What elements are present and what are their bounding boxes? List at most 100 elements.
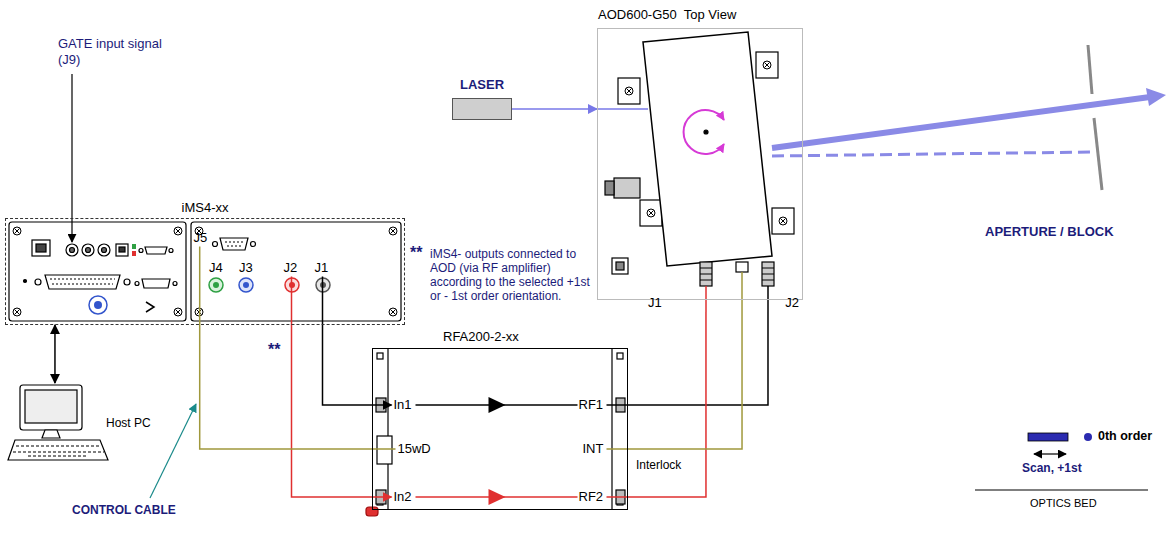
- cable-label: CONTROL CABLE: [72, 503, 176, 517]
- controller-box: iMS4-xxJ1J2J5: [5, 218, 405, 325]
- aod-device: [614, 178, 640, 198]
- controller-front-panel: [45, 275, 120, 289]
- wire-connector: [200, 247, 396, 450]
- tab-screw: [625, 61, 787, 225]
- node-text: Host PC: [106, 416, 151, 430]
- controller-front-panel: [89, 296, 107, 314]
- aod-device: [756, 52, 778, 78]
- controller-front-panel: [98, 244, 110, 256]
- computer-icon: [20, 385, 82, 430]
- connector-label: J1: [314, 260, 332, 277]
- computer-icon: [8, 440, 108, 460]
- node-text: In2: [394, 489, 412, 505]
- port-label: RF2: [578, 489, 607, 506]
- aod-device: [704, 130, 708, 134]
- controller-front-panel: [102, 248, 107, 253]
- aperture-block: [1088, 45, 1102, 190]
- controller-front-panel: [225, 242, 243, 246]
- panel-screw: [174, 308, 182, 316]
- laser-beam: [772, 152, 1094, 156]
- aod-device: [767, 286, 769, 312]
- aod-device: [741, 272, 743, 300]
- controller-front-panel: [145, 247, 167, 254]
- controller-front-panel: [169, 249, 173, 253]
- node-text: J1: [648, 295, 662, 311]
- computer-icon: [8, 385, 108, 460]
- connector-label: J4: [209, 260, 223, 276]
- wire-connector: [54, 325, 56, 383]
- rf-output-connector: [209, 278, 223, 292]
- connector-label: J2: [758, 262, 800, 312]
- controller-front-panel: [86, 248, 91, 253]
- laser-beam: [772, 88, 1166, 156]
- controller-front-panel: [213, 242, 218, 247]
- note-text: iMS4- outputs connected to AOD (via RF a…: [430, 247, 595, 303]
- wire-connector: [607, 312, 768, 405]
- scan-label: Scan, +1st: [1022, 461, 1082, 475]
- aod-device: [684, 110, 724, 154]
- controller-front-panel: [173, 282, 177, 286]
- panel-screw: [389, 308, 397, 316]
- controller-front-panel: [9, 222, 186, 321]
- controller-front-panel: [132, 251, 136, 256]
- amplifier-body: [617, 353, 623, 359]
- controller-front-panel: [124, 279, 130, 285]
- port-label: RF1: [578, 397, 607, 414]
- wire-connector: [323, 277, 392, 406]
- node-text: In1: [394, 397, 412, 413]
- signal-label: GATE input signal (J9): [58, 36, 173, 67]
- aod-device: [618, 78, 640, 104]
- port-label: In1: [392, 397, 416, 414]
- node-text: LASER: [460, 77, 504, 93]
- amplifier-body: [377, 436, 392, 464]
- amplifier-symbol: [489, 489, 506, 505]
- connector-label: J5: [193, 230, 211, 247]
- tab-screw: [779, 217, 787, 225]
- aod-device: [705, 286, 707, 312]
- controller-front-panel: [94, 301, 102, 309]
- node-text: INT: [583, 441, 604, 457]
- aod-device: [616, 262, 624, 270]
- wire-connector: [292, 277, 392, 498]
- port-label: In2: [392, 489, 416, 506]
- node-text: J1: [315, 260, 329, 276]
- controller-front-panel: [142, 279, 170, 288]
- aod-device: [700, 268, 774, 280]
- gate-arrow: [71, 74, 72, 242]
- rf-output-connector: [213, 282, 219, 288]
- controller-front-panel: [139, 249, 143, 253]
- aod-device: [736, 262, 748, 272]
- amplifier-body: [366, 348, 625, 516]
- tab-screw: [647, 209, 655, 217]
- controller-front-panel: [116, 244, 128, 256]
- tab-screw: [763, 61, 771, 69]
- node-text: 15wD: [398, 441, 431, 457]
- wire-label: Interlock: [636, 458, 681, 472]
- wire-connector: [607, 312, 706, 497]
- optics-bed-sketch: [1028, 433, 1068, 441]
- controller-front-panel: [50, 279, 115, 284]
- aod-device: [605, 181, 614, 195]
- wire-connector: [512, 108, 597, 110]
- aperture-block: [1088, 45, 1092, 94]
- optics-bed-sketch: [1034, 453, 1066, 454]
- beam-label: 0th order: [1098, 429, 1152, 444]
- bed-label: OPTICS BED: [1030, 497, 1097, 510]
- controller-front-panel: [135, 282, 139, 286]
- computer-node: Host PC: [10, 383, 170, 463]
- port-label: INT: [582, 441, 607, 458]
- aod-device: [612, 258, 628, 274]
- node-text: J5: [194, 230, 208, 246]
- controller-front-panel: [191, 222, 401, 321]
- panel-screw: [13, 227, 21, 235]
- controller-front-panel: [132, 244, 136, 249]
- controller-front-panel: [146, 302, 154, 312]
- rf-output-connector: [239, 278, 253, 292]
- laser-beam: [1146, 88, 1166, 106]
- computer-icon: [13, 446, 104, 456]
- amplifier-body: [611, 348, 612, 510]
- amplifier-body: [387, 348, 388, 510]
- aod-box: AOD600-G50 Top ViewJ1J2: [597, 28, 803, 300]
